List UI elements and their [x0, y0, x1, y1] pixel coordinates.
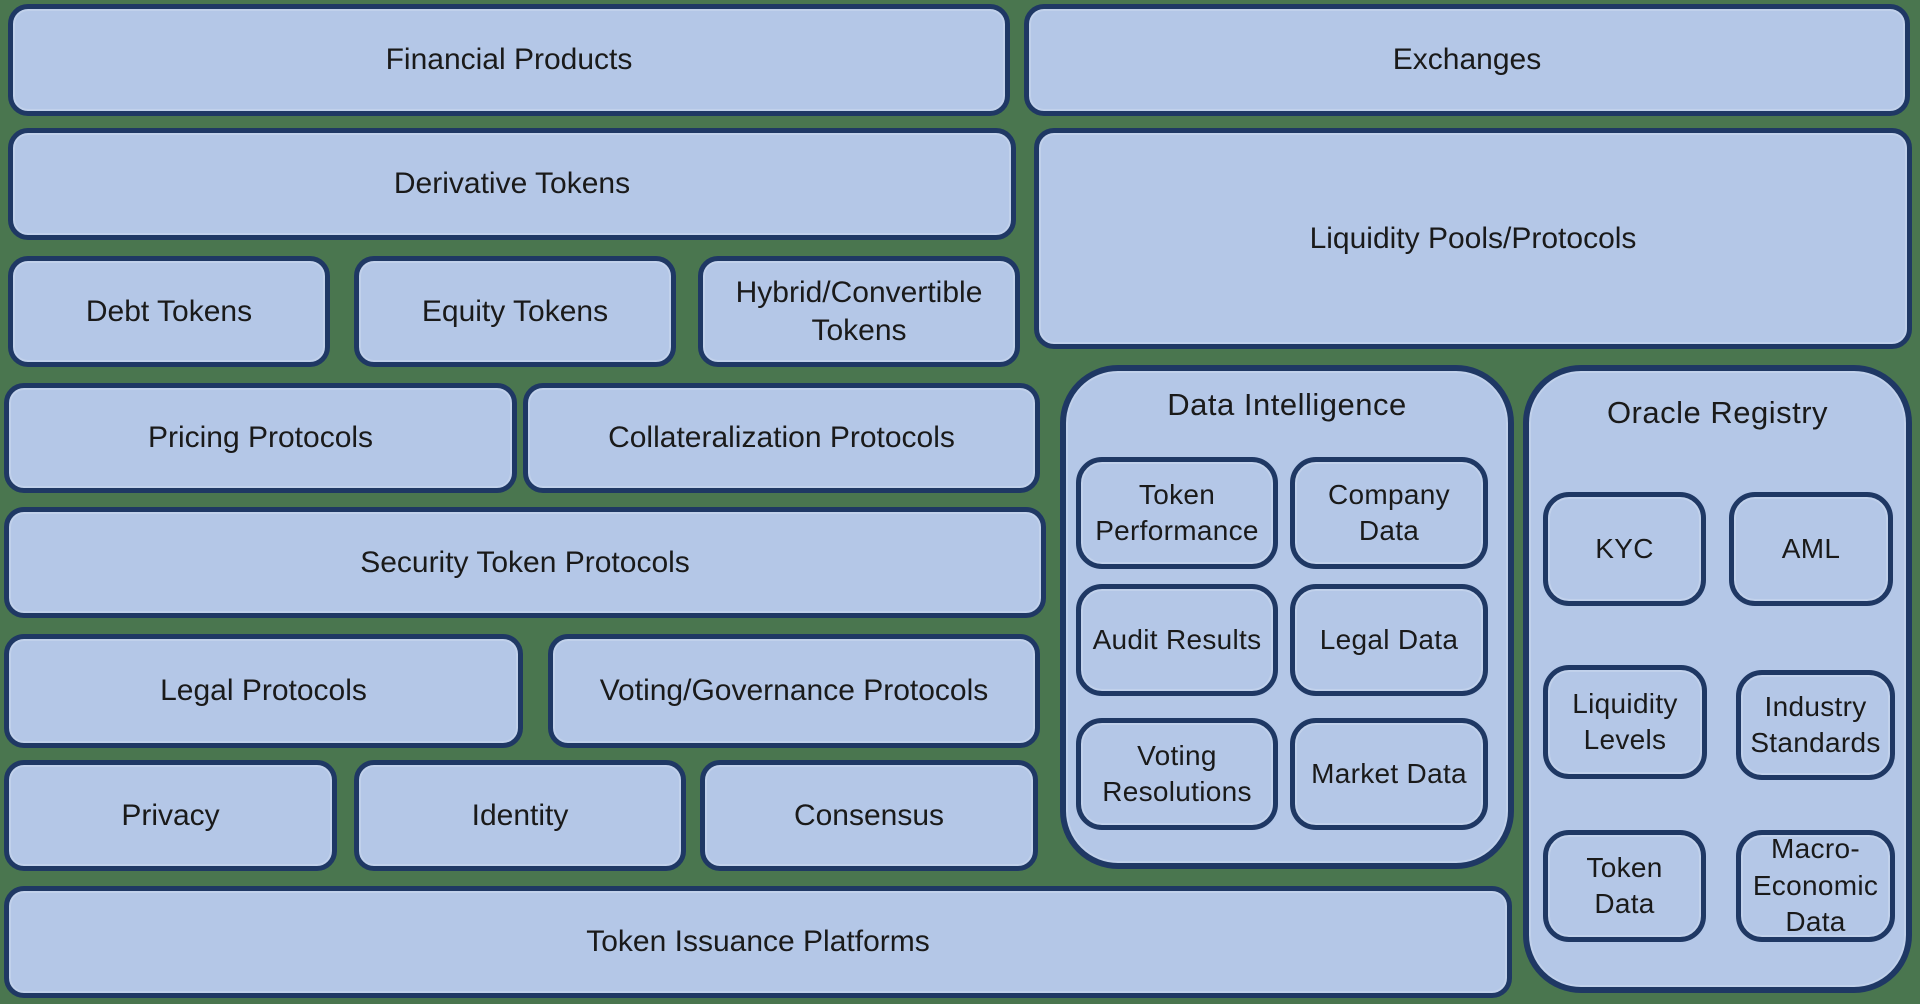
- box-label: Derivative Tokens: [393, 167, 631, 201]
- box-privacy: Privacy: [4, 760, 337, 871]
- cell-label: Audit Results: [1092, 623, 1262, 655]
- box-label: Equity Tokens: [421, 294, 609, 328]
- cell-label: Liquidity Levels: [1572, 687, 1678, 755]
- cell-label: Voting Resolutions: [1102, 739, 1252, 807]
- box-legal-protocols: Legal Protocols: [4, 634, 523, 748]
- panel-title-oracle-registry: Oracle Registry: [1606, 395, 1829, 430]
- cell-label: Token Performance: [1095, 478, 1259, 546]
- cell-label: KYC: [1595, 532, 1654, 564]
- cell-legal-data: Legal Data: [1290, 584, 1488, 696]
- box-label: Exchanges: [1392, 43, 1542, 77]
- cell-audit-results: Audit Results: [1076, 584, 1278, 696]
- box-identity: Identity: [354, 760, 686, 871]
- box-label: Legal Protocols: [160, 674, 367, 708]
- box-hybrid-convertible-tokens: Hybrid/Convertible Tokens: [698, 256, 1020, 367]
- cell-token-data: Token Data: [1543, 830, 1706, 942]
- box-label: Identity: [471, 798, 569, 832]
- cell-voting-resolutions: Voting Resolutions: [1076, 718, 1278, 830]
- cell-label: Industry Standards: [1750, 690, 1881, 758]
- cell-label: Token Data: [1586, 851, 1663, 919]
- panel-oracle-registry: Oracle Registry KYC AML Liquidity Levels…: [1523, 365, 1912, 993]
- cell-market-data: Market Data: [1290, 718, 1488, 830]
- cell-aml: AML: [1729, 492, 1893, 606]
- cell-liquidity-levels: Liquidity Levels: [1543, 665, 1707, 779]
- box-equity-tokens: Equity Tokens: [354, 256, 676, 367]
- box-label: Liquidity Pools/Protocols: [1309, 221, 1637, 255]
- box-label: Privacy: [121, 798, 220, 832]
- box-label: Security Token Protocols: [360, 545, 690, 579]
- cell-label: Company Data: [1328, 478, 1450, 546]
- box-label: Token Issuance Platforms: [586, 925, 930, 959]
- box-exchanges: Exchanges: [1024, 4, 1910, 116]
- box-label: Voting/Governance Protocols: [599, 674, 989, 708]
- panel-data-intelligence: Data Intelligence Token Performance Comp…: [1060, 365, 1514, 869]
- cell-macro-economic-data: Macro- Economic Data: [1736, 830, 1895, 942]
- box-label: Financial Products: [385, 43, 633, 77]
- box-label: Collateralization Protocols: [608, 421, 955, 455]
- cell-kyc: KYC: [1543, 492, 1706, 606]
- box-financial-products: Financial Products: [8, 4, 1010, 116]
- box-label: Hybrid/Convertible Tokens: [735, 276, 983, 347]
- cell-label: AML: [1781, 532, 1841, 564]
- box-consensus: Consensus: [700, 760, 1038, 871]
- cell-label: Market Data: [1311, 757, 1467, 789]
- box-label: Debt Tokens: [85, 294, 253, 328]
- cell-token-performance: Token Performance: [1076, 457, 1278, 569]
- cell-label: Legal Data: [1319, 623, 1459, 655]
- box-label: Pricing Protocols: [147, 421, 374, 455]
- cell-industry-standards: Industry Standards: [1736, 670, 1895, 780]
- box-liquidity-pools-protocols: Liquidity Pools/Protocols: [1034, 128, 1912, 349]
- box-pricing-protocols: Pricing Protocols: [4, 383, 517, 493]
- box-security-token-protocols: Security Token Protocols: [4, 507, 1046, 618]
- cell-company-data: Company Data: [1290, 457, 1488, 569]
- box-collateralization-protocols: Collateralization Protocols: [523, 383, 1040, 493]
- box-voting-governance-protocols: Voting/Governance Protocols: [548, 634, 1040, 748]
- cell-label: Macro- Economic Data: [1752, 833, 1879, 938]
- box-token-issuance-platforms: Token Issuance Platforms: [4, 886, 1512, 998]
- box-label: Consensus: [793, 798, 945, 832]
- box-debt-tokens: Debt Tokens: [8, 256, 330, 367]
- panel-title-data-intelligence: Data Intelligence: [1167, 387, 1407, 422]
- box-derivative-tokens: Derivative Tokens: [8, 128, 1016, 240]
